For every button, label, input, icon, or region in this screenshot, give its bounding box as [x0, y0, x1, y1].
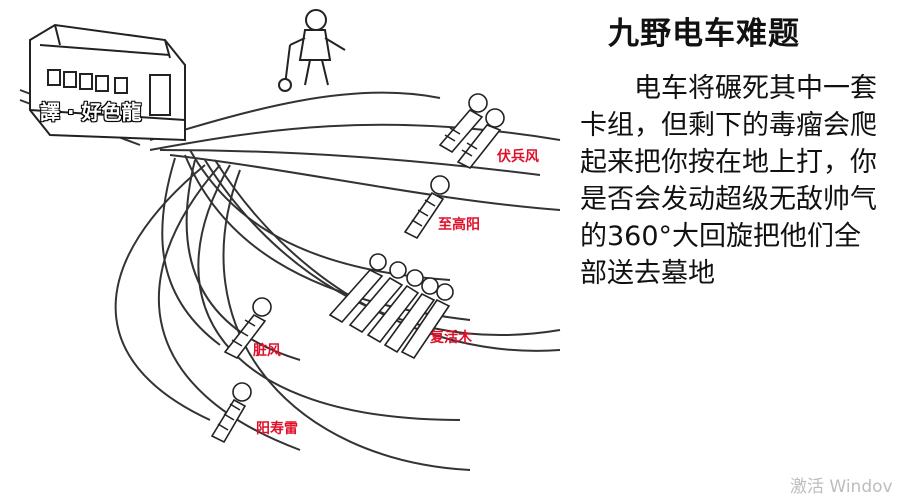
label-lower-left: 脏风 [253, 343, 281, 359]
tied-person-group [438, 93, 505, 170]
lever-man [278, 9, 346, 92]
meme-title: 九野电车难题 [608, 16, 800, 52]
tied-person-group [328, 253, 454, 360]
track-line [158, 164, 301, 451]
trolley-car [29, 23, 186, 142]
tied-person [210, 382, 252, 444]
label-top-right: 伏兵风 [497, 149, 539, 165]
track-line [159, 149, 541, 176]
trolley-drawing [19, 9, 561, 471]
label-bottom: 阳寿雷 [256, 421, 298, 437]
track-line [214, 159, 561, 352]
track-line [189, 149, 451, 281]
label-group-of-five: 复活木 [430, 330, 472, 346]
track-line [222, 169, 471, 471]
track-line [161, 157, 221, 346]
translator-logo: 譯 · 好色龍 [40, 100, 142, 124]
meme-body-text: 电车将碾死其中一套卡组，但剩下的毒瘤会爬起来把你按在地上打，你是否会发动超级无敌… [580, 73, 877, 289]
track-line [197, 164, 461, 421]
track-line [169, 154, 561, 211]
tied-person [223, 297, 272, 360]
label-upper-middle: 至高阳 [438, 217, 480, 233]
activation-watermark: 激活 Windov [790, 477, 893, 497]
track-line [149, 91, 441, 141]
tied-person [403, 175, 450, 240]
track-line [114, 164, 211, 421]
